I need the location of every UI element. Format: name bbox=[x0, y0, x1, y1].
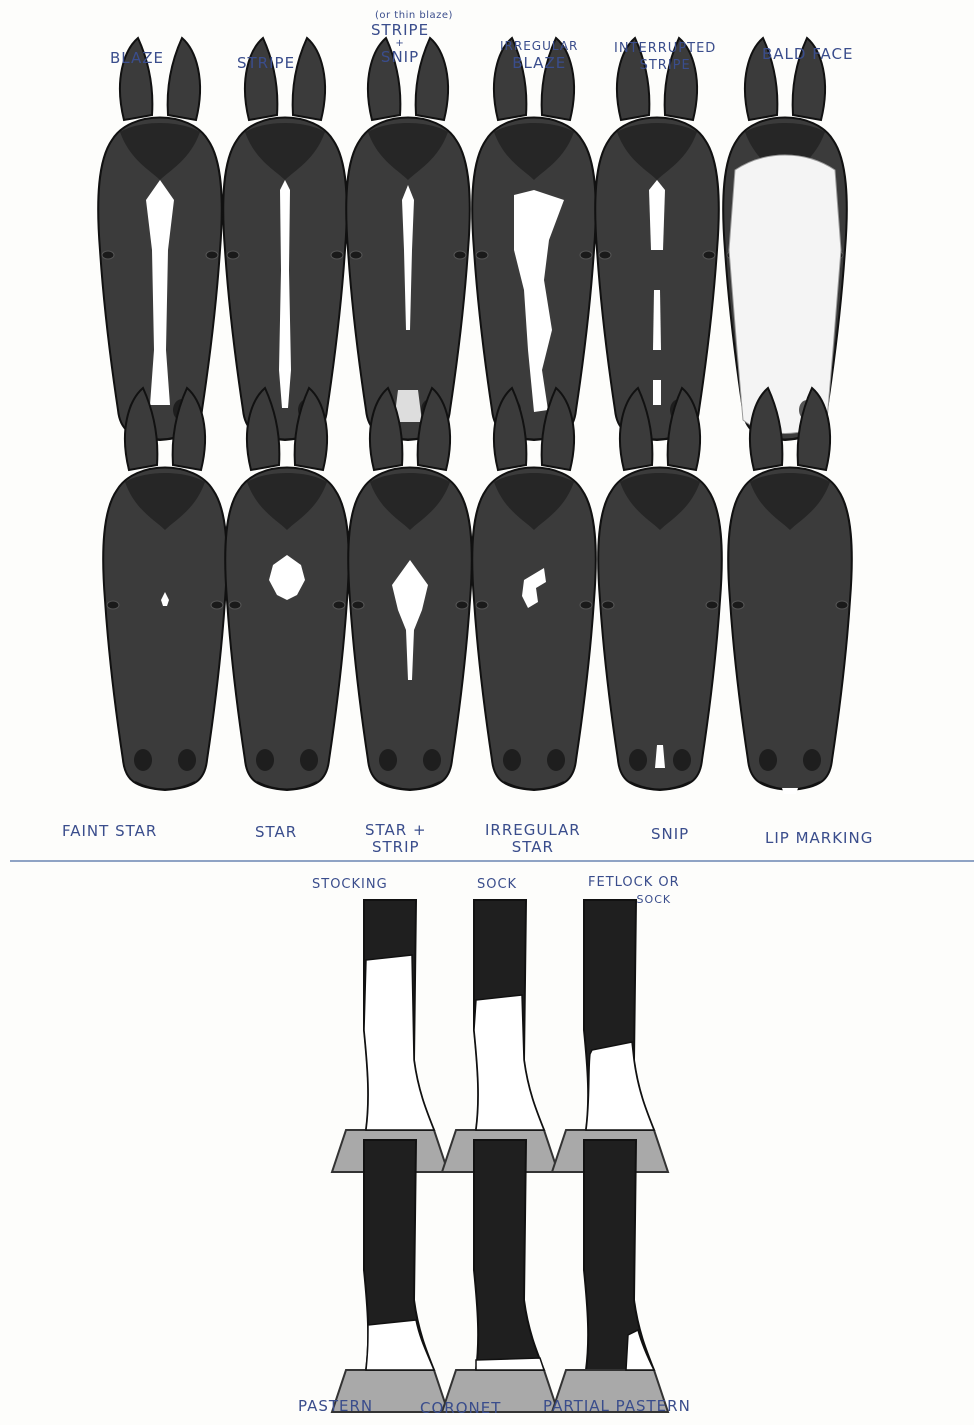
label-star-strip: STAR + STRIP bbox=[365, 822, 427, 856]
label-irregular-star-line1: IRREGULAR bbox=[485, 822, 581, 839]
head-blaze bbox=[98, 38, 222, 440]
head-stripe-snip bbox=[346, 38, 470, 440]
label-sock: SOCK bbox=[477, 876, 517, 893]
head-star-strip bbox=[348, 388, 472, 790]
label-irregular-blaze-line1: IRREGULAR bbox=[500, 38, 578, 55]
head-stripe bbox=[223, 38, 347, 440]
label-stripe-snip: STRIPE + SNIP bbox=[371, 22, 429, 66]
label-bald-face: BALD FACE bbox=[762, 46, 853, 63]
label-irregular-blaze-line2: BLAZE bbox=[500, 55, 578, 72]
label-stripe: STRIPE bbox=[237, 55, 295, 72]
label-fetlock-line2: SOCK bbox=[588, 891, 680, 908]
leg-stocking bbox=[332, 900, 448, 1172]
label-lip-marking: LIP MARKING bbox=[765, 830, 873, 847]
label-interrupted-stripe-line1: INTERRUPTED bbox=[614, 40, 716, 57]
head-faint-star bbox=[103, 388, 227, 790]
label-faint-star: FAINT STAR bbox=[62, 823, 157, 840]
label-fetlock-or-sock: FETLOCK OR SOCK bbox=[588, 874, 680, 908]
head-irregular-blaze bbox=[472, 38, 596, 440]
label-star-strip-line2: STRIP bbox=[365, 839, 427, 856]
label-irregular-blaze: IRREGULAR BLAZE bbox=[500, 38, 578, 72]
label-fetlock-line1: FETLOCK OR bbox=[588, 874, 680, 891]
label-partial-pastern: PARTIAL PASTERN bbox=[543, 1398, 691, 1415]
leg-partial-pastern bbox=[552, 1140, 668, 1412]
label-coronet: CORONET bbox=[420, 1400, 501, 1417]
label-irregular-star: IRREGULAR STAR bbox=[485, 822, 581, 856]
label-blaze: BLAZE bbox=[110, 50, 164, 67]
label-interrupted-stripe-line2: STRIPE bbox=[614, 57, 716, 74]
leg-coronet bbox=[442, 1140, 558, 1412]
label-interrupted-stripe: INTERRUPTED STRIPE bbox=[614, 40, 716, 74]
head-interrupted-stripe bbox=[595, 38, 719, 440]
label-stocking: STOCKING bbox=[312, 876, 388, 893]
leg-pastern bbox=[332, 1140, 448, 1412]
label-stripe-snip-line2: SNIP bbox=[371, 49, 429, 66]
leg-fetlock bbox=[552, 900, 668, 1172]
label-stripe-snip-note: (or thin blaze) bbox=[375, 10, 453, 21]
label-stripe-snip-line1: STRIPE bbox=[371, 22, 429, 39]
label-star-strip-line1: STAR + bbox=[365, 822, 427, 839]
label-pastern: PASTERN bbox=[298, 1398, 373, 1415]
label-snip: SNIP bbox=[651, 826, 689, 843]
head-irregular-star bbox=[472, 388, 596, 790]
leg-sock bbox=[442, 900, 558, 1172]
label-star: STAR bbox=[255, 824, 297, 841]
head-star bbox=[225, 388, 349, 790]
head-bald-face bbox=[723, 38, 847, 440]
head-lip-marking bbox=[728, 388, 852, 794]
head-snip bbox=[598, 388, 722, 790]
label-irregular-star-line2: STAR bbox=[485, 839, 581, 856]
